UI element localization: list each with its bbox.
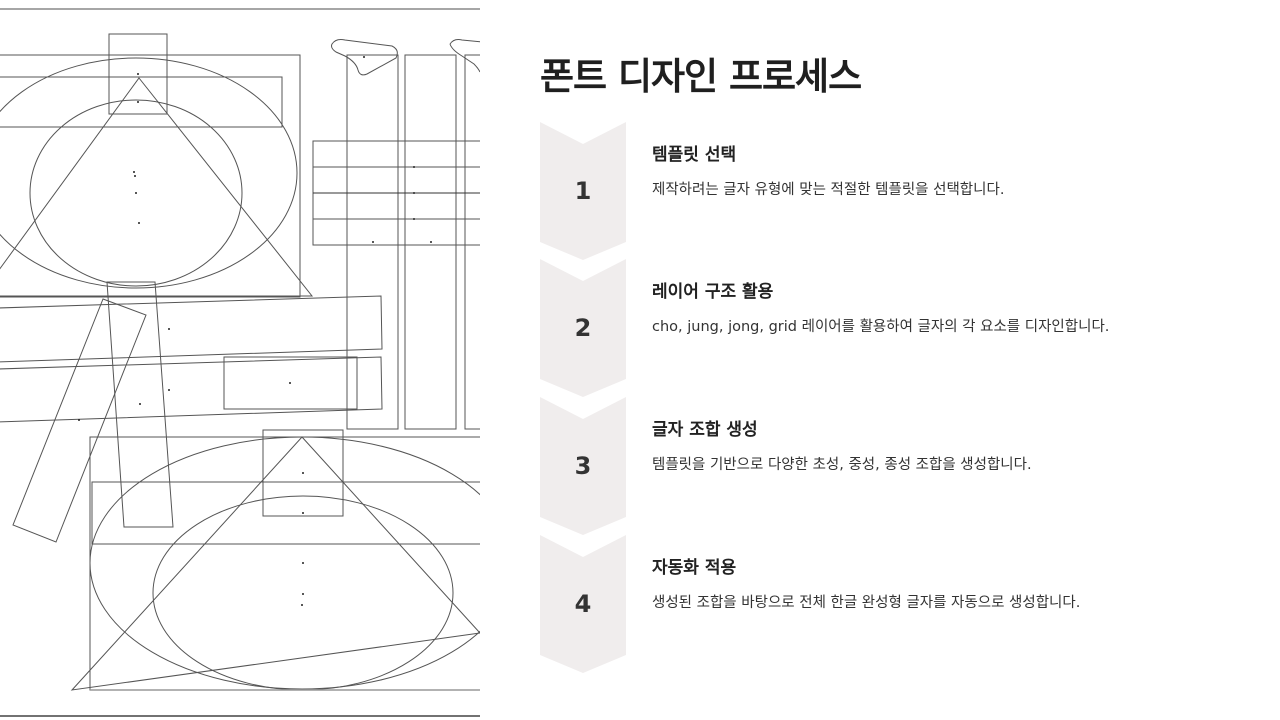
- step-number: 3: [574, 452, 592, 480]
- chevron-down-icon: [540, 397, 626, 535]
- process-step-2: 2 레이어 구조 활용 cho, jung, jong, grid 레이어를 활…: [540, 259, 1240, 397]
- slide-title: 폰트 디자인 프로세스: [540, 55, 862, 98]
- step-title: 자동화 적용: [652, 558, 737, 578]
- chevron-down-icon: [540, 259, 626, 397]
- step-number: 2: [574, 314, 592, 342]
- step-title: 템플릿 선택: [652, 145, 737, 165]
- step-description: 생성된 조합을 바탕으로 전체 한글 완성형 글자를 자동으로 생성합니다.: [652, 595, 1081, 611]
- process-step-3: 3 글자 조합 생성 템플릿을 기반으로 다양한 초성, 중성, 종성 조합을 …: [540, 397, 1240, 535]
- step-description: cho, jung, jong, grid 레이어를 활용하여 글자의 각 요소…: [652, 319, 1110, 335]
- process-step-1: 1 템플릿 선택 제작하려는 글자 유형에 맞는 적절한 템플릿을 선택합니다.: [540, 122, 1240, 260]
- step-description: 템플릿을 기반으로 다양한 초성, 중성, 종성 조합을 생성합니다.: [652, 457, 1032, 473]
- step-number: 4: [574, 590, 592, 618]
- step-number: 1: [574, 177, 592, 205]
- step-title: 레이어 구조 활용: [652, 282, 774, 302]
- step-title: 글자 조합 생성: [652, 420, 758, 440]
- step-description: 제작하려는 글자 유형에 맞는 적절한 템플릿을 선택합니다.: [652, 182, 1005, 198]
- chevron-down-icon: [540, 535, 626, 673]
- process-step-4: 4 자동화 적용 생성된 조합을 바탕으로 전체 한글 완성형 글자를 자동으로…: [540, 535, 1240, 673]
- chevron-down-icon: [540, 122, 626, 260]
- font-template-wireframe-illustration: [0, 0, 480, 720]
